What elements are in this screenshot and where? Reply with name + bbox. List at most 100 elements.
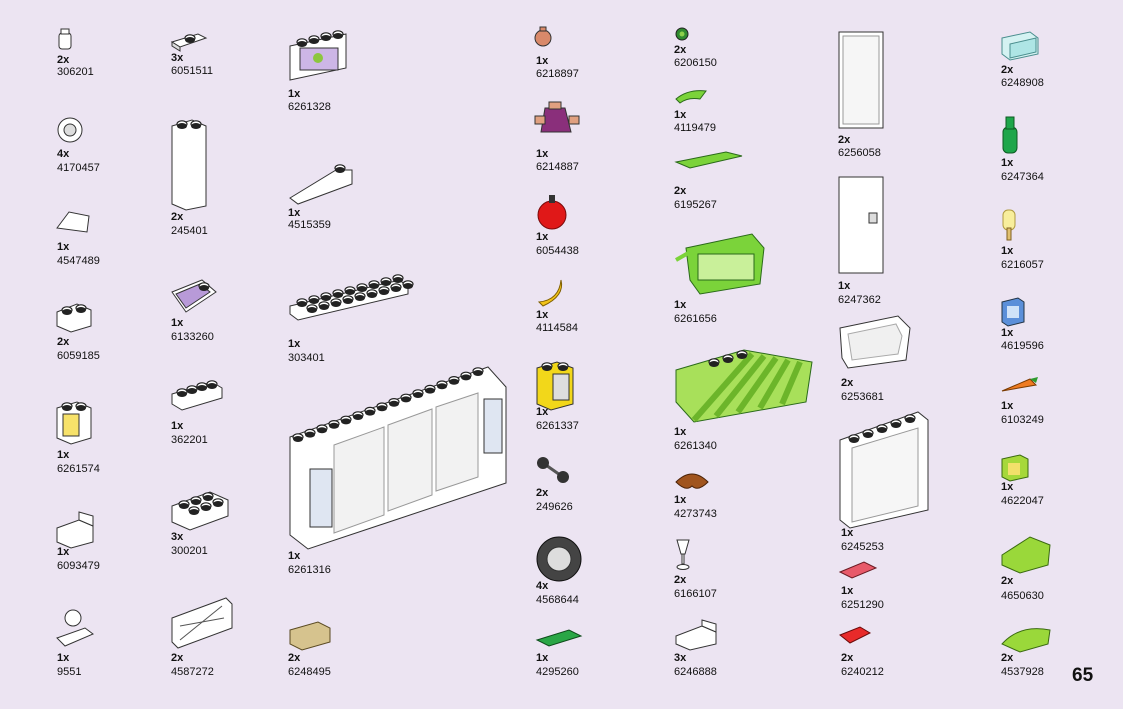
part-id: 6103249 xyxy=(1001,414,1044,426)
yellow-printed-brick-icon xyxy=(535,360,575,411)
green-striped-roof-icon xyxy=(674,340,814,423)
part-quantity: 4x xyxy=(57,148,70,160)
brick-1x4-icon xyxy=(170,380,224,411)
part-quantity: 1x xyxy=(536,55,549,67)
slope-wedge-icon xyxy=(288,160,354,205)
part-id: 6248495 xyxy=(288,666,331,678)
printed-panel-icon xyxy=(288,30,348,82)
part-id: 4568644 xyxy=(536,594,579,606)
part-id: 4547489 xyxy=(57,255,100,267)
large-wall-panel-icon xyxy=(288,365,508,550)
banana-icon xyxy=(535,278,565,307)
part-id: 6256058 xyxy=(838,147,881,159)
tall-brick-icon xyxy=(170,118,208,211)
green-leaf-stem-icon xyxy=(674,87,710,105)
part-quantity: 1x xyxy=(1001,157,1014,169)
green-tile-icon xyxy=(674,150,744,170)
part-id: 6248908 xyxy=(1001,77,1044,89)
page-number: 65 xyxy=(1072,665,1094,686)
trans-panel-icon xyxy=(1000,30,1040,61)
part-id: 6093479 xyxy=(57,560,100,572)
part-quantity: 1x xyxy=(674,299,687,311)
part-quantity: 2x xyxy=(841,377,854,389)
part-quantity: 2x xyxy=(171,652,184,664)
part-id: 6216057 xyxy=(1001,259,1044,271)
part-quantity: 1x xyxy=(674,494,687,506)
carrot-icon xyxy=(1000,375,1040,395)
part-quantity: 3x xyxy=(674,652,687,664)
part-quantity: 1x xyxy=(536,406,549,418)
part-quantity: 2x xyxy=(57,336,70,348)
part-quantity: 1x xyxy=(288,338,301,350)
ice-cream-icon xyxy=(1000,208,1018,242)
part-quantity: 2x xyxy=(674,44,687,56)
part-quantity: 2x xyxy=(57,54,70,66)
part-id: 4587272 xyxy=(171,666,214,678)
part-quantity: 1x xyxy=(841,585,854,597)
part-quantity: 3x xyxy=(171,531,184,543)
part-id: 300201 xyxy=(171,545,208,557)
part-quantity: 2x xyxy=(674,574,687,586)
part-quantity: 1x xyxy=(838,280,851,292)
part-id: 6253681 xyxy=(841,391,884,403)
red-apple-icon xyxy=(535,195,569,231)
part-quantity: 1x xyxy=(536,148,549,160)
round-brick-1x1-icon xyxy=(55,27,77,53)
part-quantity: 2x xyxy=(674,185,687,197)
printed-brick-icon xyxy=(55,400,93,445)
part-quantity: 1x xyxy=(1001,327,1014,339)
lime-slope-icon xyxy=(1000,533,1052,574)
part-id: 6206150 xyxy=(674,57,717,69)
part-quantity: 2x xyxy=(1001,652,1014,664)
part-id: 4515359 xyxy=(288,219,331,231)
croissant-icon xyxy=(674,468,710,492)
part-quantity: 1x xyxy=(57,241,70,253)
part-id: 303401 xyxy=(288,352,325,364)
green-bottle-icon xyxy=(1000,115,1020,155)
part-quantity: 2x xyxy=(841,652,854,664)
tire-icon xyxy=(535,535,583,583)
part-quantity: 2x xyxy=(1001,575,1014,587)
part-quantity: 1x xyxy=(57,546,70,558)
part-quantity: 4x xyxy=(536,580,549,592)
white-bracket-icon xyxy=(674,619,718,651)
part-id: 6166107 xyxy=(674,588,717,600)
part-id: 6051511 xyxy=(171,65,214,77)
part-id: 6133260 xyxy=(171,331,214,343)
minifig-head-icon xyxy=(534,26,552,49)
part-id: 306201 xyxy=(57,66,94,78)
part-id: 4273743 xyxy=(674,508,717,520)
part-id: 6251290 xyxy=(841,599,884,611)
part-id: 6246888 xyxy=(674,666,717,678)
part-id: 6261328 xyxy=(288,101,331,113)
goblet-icon xyxy=(674,538,692,572)
door-icon xyxy=(835,175,887,275)
part-quantity: 3x xyxy=(171,52,184,64)
part-id: 4622047 xyxy=(1001,495,1044,507)
part-id: 6240212 xyxy=(841,666,884,678)
part-quantity: 1x xyxy=(536,652,549,664)
part-quantity: 2x xyxy=(171,211,184,223)
part-quantity: 2x xyxy=(288,652,301,664)
red-tile-icon xyxy=(838,560,878,580)
part-id: 4650630 xyxy=(1001,590,1044,602)
chair-icon xyxy=(55,511,95,549)
tan-container-icon xyxy=(288,620,332,652)
green-plate-2x4-icon xyxy=(535,628,583,648)
part-id: 4295260 xyxy=(536,666,579,678)
fence-panel-icon xyxy=(170,596,234,649)
plate-2x10-icon xyxy=(288,274,414,322)
cash-register-slope-icon xyxy=(170,278,218,316)
minifig-torso-icon xyxy=(534,101,581,136)
small-slope-icon xyxy=(55,208,91,234)
part-id: 245401 xyxy=(171,225,208,237)
part-id: 6218897 xyxy=(536,68,579,80)
part-quantity: 2x xyxy=(1001,64,1014,76)
part-id: 6261340 xyxy=(674,440,717,452)
part-id: 6261574 xyxy=(57,463,100,475)
plate-1x2-jumper-icon xyxy=(170,30,210,52)
wheel-hub-icon xyxy=(55,115,85,145)
red-plate-2x2-icon xyxy=(838,625,872,645)
lime-curved-slope-icon xyxy=(1000,622,1052,654)
